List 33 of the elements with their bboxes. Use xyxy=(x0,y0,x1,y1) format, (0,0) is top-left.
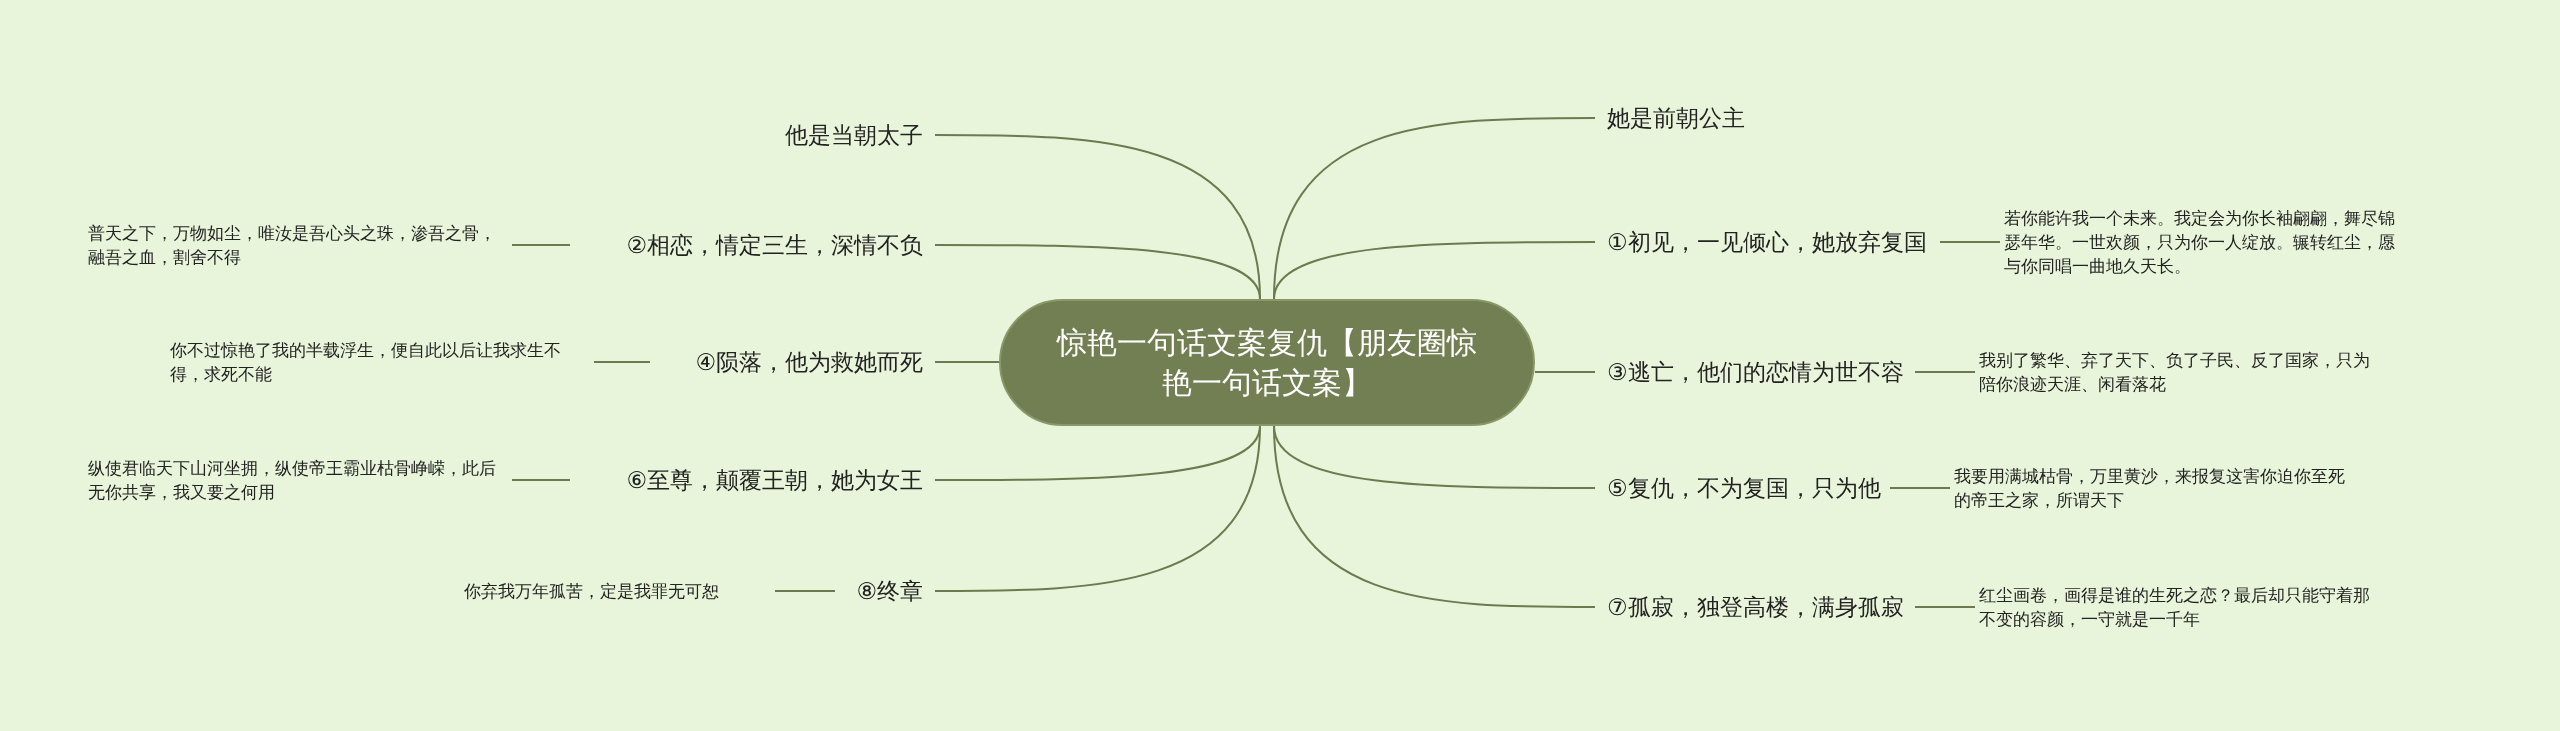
connector-line xyxy=(774,590,836,592)
detail-text: 我要用满城枯骨，万里黄沙，来报复这害你迫你至死的帝王之家，所谓天下 xyxy=(1950,448,2360,528)
detail-text: 普天之下，万物如尘，唯汝是吾心头之珠，渗吾之骨，融吾之血，割舍不得 xyxy=(84,205,512,285)
connector-line xyxy=(1273,425,1596,608)
connector-line xyxy=(934,361,1000,363)
branch-topic: 她是前朝公主 xyxy=(1595,98,1800,138)
branch-topic: ⑤复仇，不为复国，只为他 xyxy=(1595,468,1890,508)
detail-text: 红尘画卷，画得是谁的生死之恋？最后却只能守着那不变的容颜，一守就是一千年 xyxy=(1975,567,2385,647)
detail-text: 纵使君临天下山河坐拥，纵使帝王霸业枯骨峥嵘，此后无你共享，我又要之何用 xyxy=(84,440,512,520)
detail-text: 你不过惊艳了我的半载浮生，便自此以后让我求生不得，求死不能 xyxy=(166,322,594,402)
branch-topic: ①初见，一见倾心，她放弃复国 xyxy=(1595,222,1940,262)
connector-line xyxy=(1273,241,1596,300)
connector-line xyxy=(511,244,571,246)
branch-topic: ⑧终章 xyxy=(835,571,935,611)
branch-topic: ④陨落，他为救她而死 xyxy=(650,342,935,382)
detail-text: 你弃我万年孤苦，定是我罪无可恕 xyxy=(460,571,775,611)
connector-line xyxy=(934,244,1261,300)
connector-line xyxy=(593,361,651,363)
connector-line xyxy=(934,425,1261,592)
detail-text: 若你能许我一个未来。我定会为你长袖翩翩，舞尽锦瑟年华。一世欢颜，只为你一人绽放。辗转红尘，愿与你同唱一曲地久天长。 xyxy=(2000,197,2410,287)
branch-topic: ⑦孤寂，独登高楼，满身孤寂 xyxy=(1595,587,1915,627)
branch-topic: ⑥至尊，颠覆王朝，她为女王 xyxy=(570,460,935,500)
central-topic: 惊艳一句话文案复仇【朋友圈惊艳一句话文案】 xyxy=(999,299,1535,426)
branch-topic: ③逃亡，他们的恋情为世不容 xyxy=(1595,352,1915,392)
branch-topic: ②相恋，情定三生，深情不负 xyxy=(570,225,935,265)
connector-line xyxy=(1534,371,1596,373)
connector-line xyxy=(511,479,571,481)
connector-line xyxy=(1889,487,1951,489)
detail-text: 我别了繁华、弃了天下、负了子民、反了国家，只为陪你浪迹天涯、闲看落花 xyxy=(1975,332,2385,412)
branch-topic: 他是当朝太子 xyxy=(760,115,935,155)
connector-line xyxy=(1914,371,1976,373)
connector-line xyxy=(1939,241,2001,243)
connector-line xyxy=(1914,606,1976,608)
